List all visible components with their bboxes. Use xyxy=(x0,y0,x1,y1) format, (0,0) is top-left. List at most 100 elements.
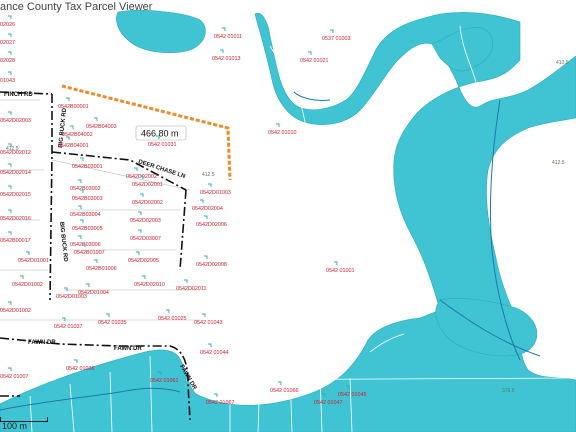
parcel-marker xyxy=(136,251,140,255)
parcel-label[interactable]: 02026 xyxy=(0,22,15,28)
scale-label: 100 m xyxy=(2,421,28,431)
parcel-label[interactable]: 0542B03002 xyxy=(70,186,101,192)
parcel-marker xyxy=(184,279,188,283)
parcel-marker xyxy=(26,251,30,255)
parcel-label[interactable]: 0542B01006 xyxy=(86,266,117,272)
parcel-label[interactable]: 0542B00017 xyxy=(0,238,31,244)
parcel-label[interactable]: 0542D03007 xyxy=(130,236,161,242)
parcel-marker xyxy=(64,287,68,291)
app-title-bar: ance County Tax Parcel Viewer xyxy=(0,0,576,14)
road-label-fawn1: FAWN DR xyxy=(28,340,56,346)
parcel-lines xyxy=(29,25,576,432)
parcel-label[interactable]: 0542B03005 xyxy=(72,226,103,232)
parcel-marker xyxy=(8,301,12,305)
parcel-label[interactable]: 0542D02006 xyxy=(196,222,227,228)
parcel-label[interactable]: 0542D02005 xyxy=(128,258,159,264)
river-east xyxy=(431,26,494,72)
parcel-label[interactable]: 01043 xyxy=(0,78,15,84)
parcel-marker xyxy=(74,359,78,363)
parcel-label[interactable]: 0542D02011 xyxy=(176,286,206,292)
parcel-marker xyxy=(204,255,208,259)
parcel-label[interactable]: 0542B03004 xyxy=(70,212,101,218)
parcel-label[interactable]: 0542 01066 xyxy=(270,388,298,394)
parcel-label[interactable]: 0542 01045 xyxy=(338,392,366,398)
parcel-label[interactable]: 0542D01002 xyxy=(0,308,31,314)
parcel-label[interactable]: 0542D02015 xyxy=(0,192,31,198)
parcel-marker xyxy=(200,199,204,203)
parcel-label[interactable]: 0542 01061 xyxy=(150,378,178,384)
parcel-label[interactable]: 0542 01037 xyxy=(54,324,82,330)
parcel-label[interactable]: 0542D02003 xyxy=(130,218,161,224)
parcel-marker xyxy=(138,229,142,233)
parcel-label[interactable]: 0542 01010 xyxy=(268,130,296,136)
parcel-label[interactable]: 02027 xyxy=(0,40,15,46)
parcel-label[interactable]: 0542B01007 xyxy=(74,250,105,256)
parcel-marker xyxy=(8,367,12,371)
parcel-label[interactable]: 0542 01031 xyxy=(148,142,176,148)
parcel-label[interactable]: 0542D02010 xyxy=(134,282,165,288)
parcel-label[interactable]: 0542 01067 xyxy=(206,400,234,406)
parcel-label[interactable]: 0542D01002 xyxy=(12,282,43,288)
parcel-label[interactable]: 0542 01007 xyxy=(0,374,28,380)
parcel-marker xyxy=(276,123,280,127)
parcel-marker xyxy=(202,313,206,317)
parcel-marker xyxy=(334,261,338,265)
parcel-label[interactable]: 0542D02001 xyxy=(132,182,163,188)
parcel-label[interactable]: 0542 01011 xyxy=(214,34,242,40)
parcel-label[interactable]: 0542D01003 xyxy=(56,294,87,300)
pond-east-lower xyxy=(435,298,538,357)
parcel-label[interactable]: 02028 xyxy=(0,58,15,64)
parcel-marker xyxy=(204,215,208,219)
parcel-label[interactable]: 0542 01021 xyxy=(300,58,328,64)
parcel-label[interactable]: 0542 01013 xyxy=(212,56,240,62)
parcel-label[interactable]: 0542B04002 xyxy=(62,132,93,138)
elevation-label: 410.5 xyxy=(556,60,569,66)
parcel-label[interactable]: 0542B00001 xyxy=(58,104,89,110)
parcel-label[interactable]: 0542D02003 xyxy=(0,118,31,124)
parcel-marker xyxy=(208,343,212,347)
parcel-marker xyxy=(308,51,312,55)
parcel-label[interactable]: 0542B03001 xyxy=(72,164,103,170)
parcel-label[interactable]: 0542 01001 xyxy=(326,268,354,274)
parcel-label[interactable]: 0542D02016 xyxy=(0,216,31,222)
elevation-label: 412.5 xyxy=(6,146,19,152)
parcel-marker xyxy=(220,49,224,53)
parcel-marker xyxy=(66,136,70,140)
parcel-label[interactable]: 0542B04003 xyxy=(86,124,117,130)
parcel-label[interactable]: 0542B04001 xyxy=(58,143,89,149)
parcel-marker xyxy=(82,243,86,247)
parcel-label[interactable]: 0542B03003 xyxy=(72,196,103,202)
parcel-label[interactable]: 0542 01047 xyxy=(314,400,342,406)
measurement-line[interactable] xyxy=(61,84,232,181)
parcel-label[interactable]: 0542D01001 xyxy=(18,258,49,264)
parcel-label[interactable]: 0542D01003 xyxy=(200,190,231,196)
road-deerchase xyxy=(51,151,187,191)
parcel-label[interactable]: 0537 01003 xyxy=(322,36,350,42)
parcel-marker xyxy=(134,167,138,171)
parcel-label[interactable]: 0542 01044 xyxy=(200,350,228,356)
parcel-marker xyxy=(142,275,146,279)
parcel-label[interactable]: 0542D02004 xyxy=(192,206,223,212)
road-finch xyxy=(0,91,53,95)
parcel-label[interactable]: 0542 01036 xyxy=(66,366,94,372)
parcel-label[interactable]: 0542D02008 xyxy=(196,262,227,268)
parcel-label[interactable]: 0542D02002 xyxy=(132,200,163,206)
parcel-marker xyxy=(8,33,12,37)
parcel-label[interactable]: 0542D02002 xyxy=(126,174,157,180)
parcel-marker xyxy=(222,27,226,31)
parcel-label[interactable]: 0542 01043 xyxy=(194,320,222,326)
parcel-label[interactable]: 0542D02012 xyxy=(0,150,31,156)
parcel-marker xyxy=(80,219,84,223)
road-label-bigbuck: BIG BUCK RD xyxy=(58,107,68,148)
road-label-bigbuck2: BIG BUCK RD xyxy=(58,222,68,263)
parcel-label[interactable]: 0542D01004 xyxy=(78,290,109,296)
parcel-marker xyxy=(140,175,144,179)
measurement-tooltip: 466.80 m xyxy=(135,125,187,141)
parcel-label[interactable]: 0542D02014 xyxy=(0,170,31,176)
parcel-label[interactable]: 0542 01025 xyxy=(158,316,186,322)
parcel-marker xyxy=(78,205,82,209)
parcel-marker xyxy=(94,117,98,121)
parcel-label[interactable]: 0542 01035 xyxy=(98,320,126,326)
